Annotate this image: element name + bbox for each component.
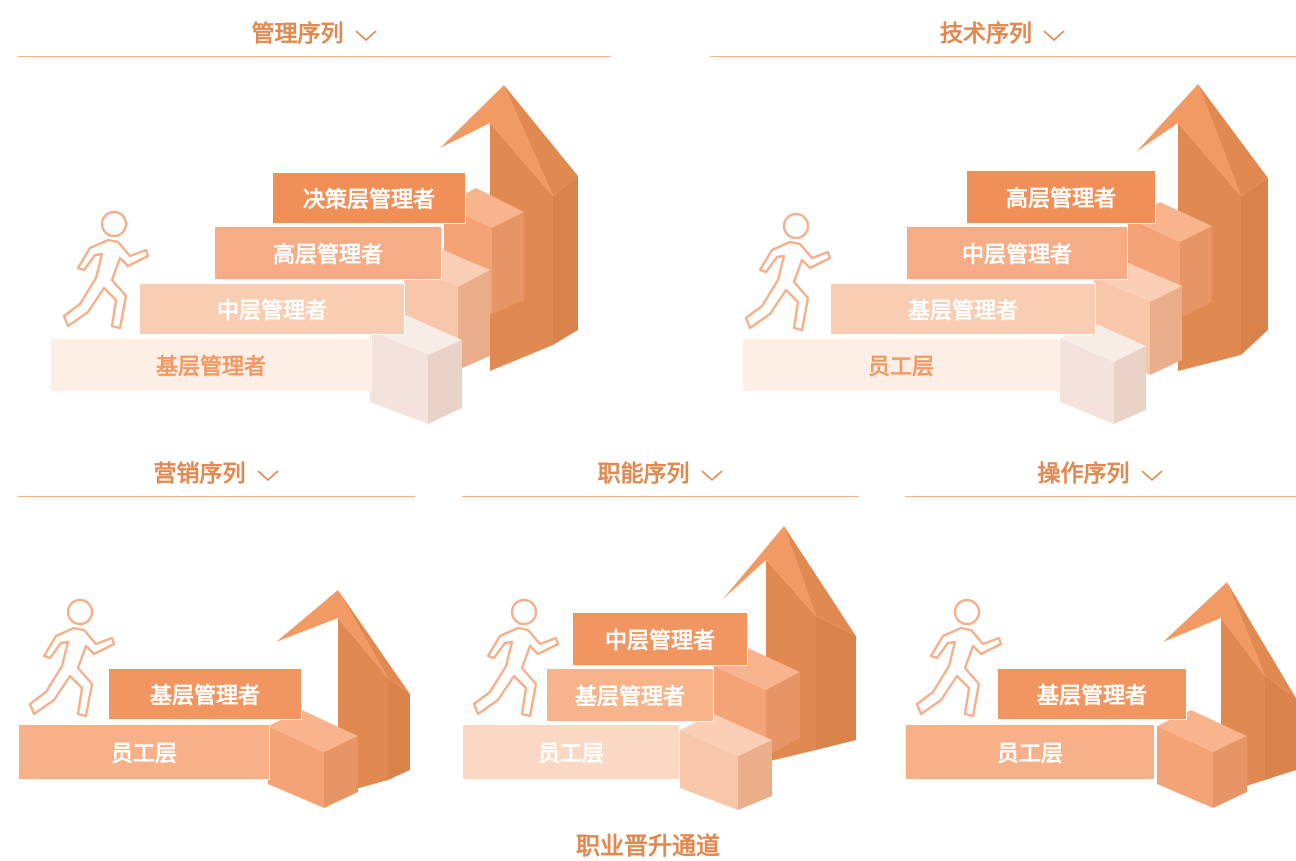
level-bar-3: 高层管理者 [214, 226, 442, 280]
divider [710, 56, 1296, 57]
chevron-down-icon [1043, 29, 1065, 41]
panel-operations: 操作序列 员工层 基层管理者 [905, 440, 1296, 820]
level-bar-2: 基层管理者 [546, 668, 714, 722]
divider [905, 496, 1296, 497]
runner-icon [744, 212, 832, 332]
staircase-graphic [1157, 582, 1296, 808]
staircase-graphic [268, 590, 410, 808]
panel-functional: 职能序列 员工层 基层管理者 中层管理者 [462, 440, 859, 820]
chevron-down-icon [1140, 469, 1163, 481]
panel-sales: 营销序列 员工层 基层管理者 [18, 440, 415, 820]
panel-header[interactable]: 操作序列 [905, 440, 1296, 497]
level-bar-2: 中层管理者 [139, 283, 405, 335]
level-bar-2: 基层管理者 [830, 283, 1096, 335]
panel-title: 管理序列 [251, 21, 344, 47]
panel-technical: 技术序列 员工层 基层管理者 中层管理者 高层管理者 [710, 0, 1296, 430]
step-blocks [268, 710, 358, 808]
staircase-graphic [370, 85, 578, 424]
panel-header[interactable]: 管理序列 [18, 0, 611, 57]
arrow-up-icon [1163, 582, 1296, 794]
level-bar-4: 决策层管理者 [272, 172, 466, 224]
runner-icon [62, 210, 150, 330]
runner-icon [472, 598, 560, 718]
level-bar-1: 员工层 [905, 724, 1155, 780]
staircase-graphic [1060, 84, 1268, 424]
panel-title: 操作序列 [1037, 461, 1130, 487]
level-bar-3: 中层管理者 [572, 612, 748, 666]
panel-title: 技术序列 [940, 21, 1032, 47]
panel-header[interactable]: 技术序列 [710, 0, 1296, 57]
level-bar-2: 基层管理者 [108, 668, 302, 720]
level-bar-1: 基层管理者 [50, 338, 372, 392]
divider [462, 496, 859, 497]
chevron-down-icon [256, 469, 279, 481]
level-bar-4: 高层管理者 [966, 170, 1156, 224]
runner-icon [28, 598, 116, 718]
level-bar-1: 员工层 [462, 724, 680, 780]
chevron-down-icon [700, 469, 723, 481]
panel-header[interactable]: 营销序列 [18, 440, 415, 497]
runner-icon [915, 598, 1003, 718]
panel-title: 职能序列 [597, 461, 690, 487]
step-blocks [1157, 710, 1247, 808]
arrow-up-icon [722, 526, 856, 762]
divider [18, 496, 415, 497]
panel-title: 营销序列 [153, 461, 246, 487]
footer-title: 职业晋升通道 [576, 832, 720, 860]
level-bar-1: 员工层 [18, 724, 270, 780]
level-bar-1: 员工层 [742, 338, 1060, 392]
level-bar-3: 中层管理者 [906, 226, 1128, 280]
chevron-down-icon [354, 29, 377, 41]
level-bar-2: 基层管理者 [997, 668, 1187, 720]
divider [18, 56, 611, 57]
panel-management: 管理序列 基层管理者 中层管理者 高层管理者 决策层管理者 [18, 0, 611, 430]
panel-header[interactable]: 职能序列 [462, 440, 859, 497]
